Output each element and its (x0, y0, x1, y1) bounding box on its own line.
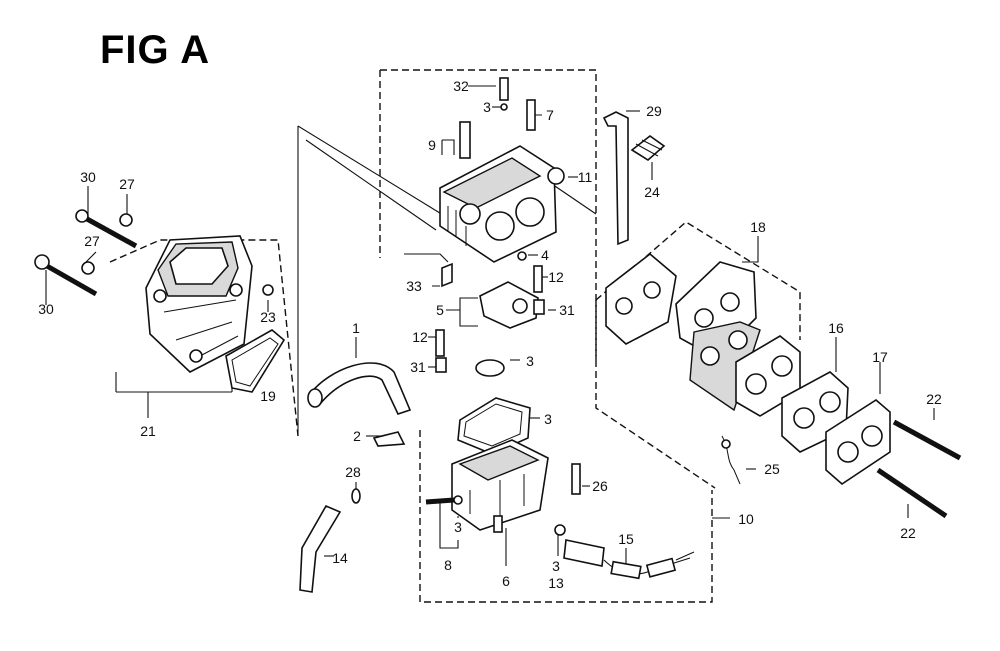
figure-title: FIG A (100, 28, 211, 72)
callout-29: 29 (646, 103, 662, 119)
callout-9: 9 (428, 137, 436, 153)
callout-15: 15 (618, 531, 634, 547)
elbow-gasket (225, 329, 286, 393)
callout-31: 31 (410, 359, 426, 375)
fuel-hose-14 (299, 488, 361, 593)
callout-13: 13 (548, 575, 564, 591)
callout-22: 22 (926, 391, 942, 407)
callout-23: 23 (260, 309, 276, 325)
callout-12: 12 (548, 269, 564, 285)
callout-27: 27 (119, 176, 135, 192)
carburetor-upper (439, 77, 565, 263)
callout-14: 14 (332, 550, 348, 566)
callout-18: 18 (750, 219, 766, 235)
fuel-valve-5 (435, 262, 545, 373)
callout-17: 17 (872, 349, 888, 365)
studs-22 (876, 419, 962, 519)
callout-10: 10 (738, 511, 754, 527)
callout-1: 1 (352, 320, 360, 336)
gaskets-16-17 (735, 335, 891, 486)
callout-7: 7 (546, 107, 554, 123)
callout-16: 16 (828, 320, 844, 336)
fuel-cut-solenoid-15 (563, 539, 695, 580)
bolts-left (34, 209, 274, 297)
clip-25 (721, 435, 741, 485)
callout-8: 8 (444, 557, 452, 573)
callout-labels: 1233333456789101112121314151617181921222… (38, 78, 942, 591)
callout-3: 3 (526, 353, 534, 369)
gasket-insulator-18 (605, 252, 761, 412)
callout-27: 27 (84, 233, 100, 249)
callout-4: 4 (541, 247, 549, 263)
callout-11: 11 (578, 169, 593, 185)
callout-3: 3 (544, 411, 552, 427)
callout-30: 30 (80, 169, 96, 185)
callout-24: 24 (644, 184, 660, 200)
callout-25: 25 (764, 461, 780, 477)
callout-22: 22 (900, 525, 916, 541)
carburetor-bowl (425, 359, 581, 536)
breather-tube-29 (602, 111, 666, 246)
callout-31: 31 (559, 302, 575, 318)
callout-3: 3 (483, 99, 491, 115)
callout-12: 12 (412, 329, 428, 345)
air-cleaner-elbow (145, 235, 253, 373)
callout-6: 6 (502, 573, 510, 589)
callout-32: 32 (453, 78, 469, 94)
callout-30: 30 (38, 301, 54, 317)
breather-hose (307, 362, 412, 447)
callout-21: 21 (140, 423, 156, 439)
callout-33: 33 (406, 278, 422, 294)
callout-28: 28 (345, 464, 361, 480)
callout-3: 3 (552, 558, 560, 574)
callout-5: 5 (436, 302, 444, 318)
callout-3: 3 (454, 519, 462, 535)
callout-19: 19 (260, 388, 276, 404)
callout-26: 26 (592, 478, 608, 494)
callout-2: 2 (353, 428, 361, 444)
